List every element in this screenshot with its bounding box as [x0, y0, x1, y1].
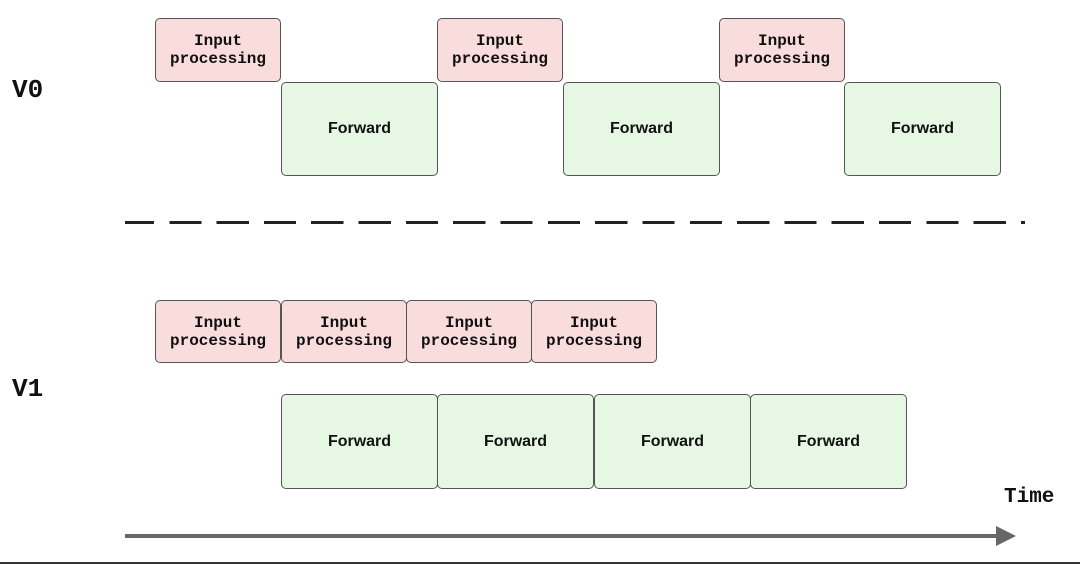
v0-forward-label: Forward [609, 120, 674, 137]
v0-forward-box: Forward [563, 82, 720, 176]
v1-forward-label: Forward [640, 432, 705, 450]
bottom-border-line [0, 562, 1080, 564]
v1-input-processing-label: Input processing [295, 313, 392, 350]
row-label-v0: V0 [12, 75, 44, 105]
v0-forward-label: Forward [890, 120, 955, 137]
time-axis-arrowhead [996, 526, 1016, 546]
v1-forward-label: Forward [796, 432, 861, 450]
v1-input-processing-box: Input processing [281, 300, 407, 363]
v1-input-processing-label: Input processing [420, 313, 517, 350]
v0-forward-box: Forward [844, 82, 1001, 176]
v1-input-processing-label: Input processing [169, 313, 266, 350]
time-axis-label: Time [1004, 486, 1055, 509]
v1-input-processing-box: Input processing [406, 300, 532, 363]
v0-input-processing-label: Input processing [169, 32, 266, 68]
v1-forward-box: Forward [437, 394, 594, 489]
v1-forward-label: Forward [327, 432, 392, 450]
v0-input-processing-box: Input processing [437, 18, 563, 82]
v0-input-processing-label: Input processing [451, 32, 548, 68]
v1-input-processing-box: Input processing [531, 300, 657, 363]
v1-forward-box: Forward [750, 394, 907, 489]
v0-input-processing-box: Input processing [719, 18, 845, 82]
row-label-v1: V1 [12, 374, 44, 404]
v1-input-processing-label: Input processing [545, 313, 642, 350]
v1-forward-box: Forward [594, 394, 751, 489]
v1-forward-box: Forward [281, 394, 438, 489]
v0-forward-label: Forward [327, 120, 392, 137]
v0-input-processing-box: Input processing [155, 18, 281, 82]
v1-input-processing-box: Input processing [155, 300, 281, 363]
row-divider-dashed-line [125, 221, 1025, 224]
v1-forward-label: Forward [483, 432, 548, 450]
v0-input-processing-label: Input processing [733, 32, 830, 68]
v0-forward-box: Forward [281, 82, 438, 176]
